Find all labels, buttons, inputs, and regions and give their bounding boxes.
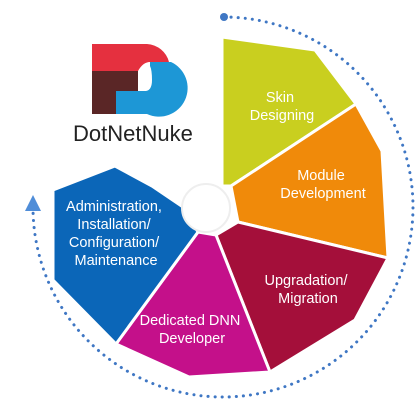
- label-module-development-line-2: Development: [280, 186, 365, 202]
- logo-red-arc: [132, 44, 169, 71]
- logo-red-block: [92, 44, 132, 71]
- label-administration-line-1: Administration,: [66, 199, 162, 215]
- label-upgradation-migration: Upgradation/ Migration: [264, 273, 351, 307]
- brand-name: DotNetNuke: [73, 121, 193, 146]
- logo-blue-block: [116, 91, 138, 114]
- label-skin-designing: Skin Designing: [250, 90, 315, 124]
- label-module-development-line-1: Module: [297, 168, 345, 184]
- center-hub: [181, 183, 231, 233]
- logo-dark-small: [116, 71, 138, 91]
- label-administration-line-3: Configuration/: [69, 235, 160, 251]
- ring-arrowhead-icon: [25, 195, 41, 211]
- label-dedicated-dnn-developer: Dedicated DNN Developer: [140, 313, 245, 347]
- label-administration: Administration, Installation/ Configurat…: [66, 199, 166, 269]
- label-skin-designing-line-2: Designing: [250, 108, 315, 124]
- label-upgradation-line-1: Upgradation/: [264, 273, 348, 289]
- logo-dark-block: [92, 71, 116, 91]
- label-administration-line-2: Installation/: [77, 217, 151, 233]
- dotted-cycle-ring: [31, 15, 415, 399]
- dotnetnuke-logo-icon: [92, 44, 188, 117]
- label-dedicated-line-2: Developer: [159, 331, 225, 347]
- logo-blue-arc: [138, 62, 188, 117]
- label-upgradation-line-2: Migration: [278, 291, 338, 307]
- ring-start-dot: [220, 13, 228, 21]
- logo-dark-bottom: [92, 91, 116, 114]
- label-administration-line-4: Maintenance: [74, 253, 157, 269]
- label-skin-designing-line-1: Skin: [266, 90, 294, 106]
- label-dedicated-line-1: Dedicated DNN: [140, 313, 241, 329]
- label-module-development: Module Development: [280, 168, 365, 202]
